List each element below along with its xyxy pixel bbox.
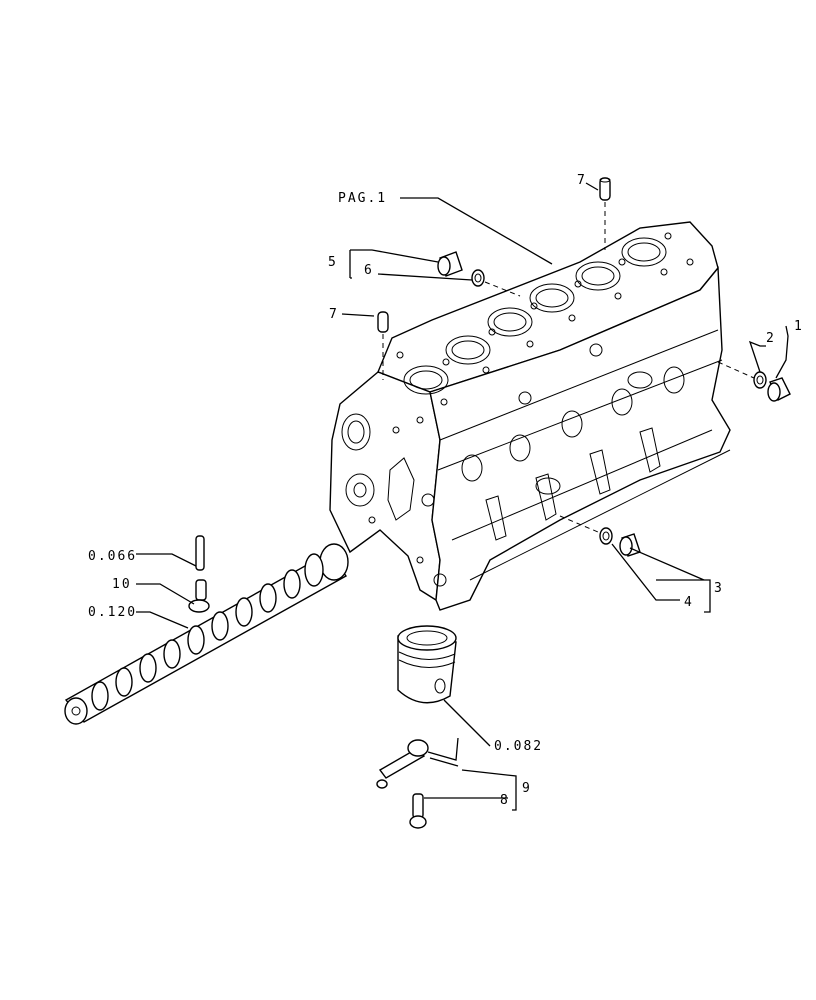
tappet-bolt <box>188 579 210 613</box>
callout-6: 6 <box>364 263 374 278</box>
callout-3: 3 <box>714 581 724 596</box>
callout-2: 2 <box>766 331 776 346</box>
oil-jet <box>376 737 459 789</box>
callout-7-left: 7 <box>329 307 339 322</box>
callout-4: 4 <box>684 595 694 610</box>
callout-9: 9 <box>522 781 532 796</box>
dowel-pin-left <box>377 311 389 380</box>
plug-with-washer <box>437 251 521 297</box>
callout-8: 8 <box>500 793 510 808</box>
callout-7-top: 7 <box>577 173 587 188</box>
callout-pag1: PAG.1 <box>338 191 387 206</box>
callout-labels: PAG.1 7 5 6 7 2 1 3 4 0.066 10 0.120 0.0… <box>88 173 804 808</box>
callout-1: 1 <box>794 319 804 334</box>
callout-0066: 0.066 <box>88 549 137 564</box>
piston <box>397 625 457 704</box>
leader-lines <box>136 182 789 811</box>
side-plug-with-washer <box>717 361 791 402</box>
oil-jet-bolt <box>409 793 427 829</box>
callout-5: 5 <box>328 255 338 270</box>
bottom-plug-with-washer <box>559 515 641 557</box>
camshaft <box>64 543 349 725</box>
callout-0082: 0.082 <box>494 739 543 754</box>
dowel-pin-top <box>599 177 611 250</box>
tappet-rod <box>195 535 205 571</box>
callout-10: 10 <box>112 577 132 592</box>
callout-0120: 0.120 <box>88 605 137 620</box>
engine-block <box>329 221 731 611</box>
